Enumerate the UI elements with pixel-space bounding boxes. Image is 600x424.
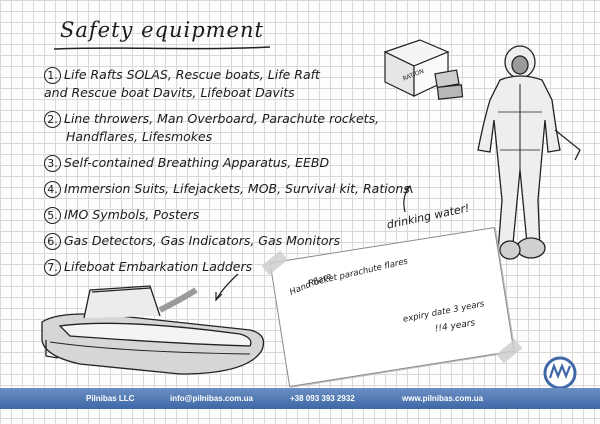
rescue-boat-icon <box>41 285 265 375</box>
item-text: Gas Detectors, Gas Indicators, Gas Monit… <box>64 233 341 248</box>
item-number: 2. <box>44 111 61 128</box>
title-underline <box>53 46 271 50</box>
company-name: Pilnibas LLC <box>86 394 135 403</box>
list-item: 3.Self-contained Breathing Apparatus, EE… <box>44 154 329 172</box>
list-item: 6.Gas Detectors, Gas Indicators, Gas Mon… <box>44 232 340 250</box>
item-text-continued: and Rescue boat Davits, Lifeboat Davits <box>44 85 295 100</box>
footer-bar: Pilnibas LLC info@pilnibas.com.ua +38 09… <box>0 388 600 409</box>
list-item: 5.IMO Symbols, Posters <box>44 206 199 224</box>
item-text: Immersion Suits, Lifejackets, MOB, Survi… <box>64 181 410 196</box>
item-text: Life Rafts SOLAS, Rescue boats, Life Raf… <box>64 67 320 82</box>
item-text: Lifeboat Embarkation Ladders <box>64 259 253 274</box>
item-text-continued: Handflares, Lifesmokes <box>66 129 213 144</box>
item-number: 6. <box>44 233 61 250</box>
email-link[interactable]: info@pilnibas.com.ua <box>170 394 253 403</box>
years-label: !!4 years <box>434 318 476 335</box>
company-logo <box>543 356 577 390</box>
item-number: 4. <box>44 181 61 198</box>
item-number: 3. <box>44 155 61 172</box>
list-item: 2.Line throwers, Man Overboard, Parachut… <box>44 110 379 145</box>
item-number: 5. <box>44 207 61 224</box>
immersion-suit-icon <box>477 45 581 260</box>
website-link[interactable]: www.pilnibas.com.ua <box>402 394 484 403</box>
item-text: Line throwers, Man Overboard, Parachute … <box>64 111 380 126</box>
item-text: IMO Symbols, Posters <box>64 207 200 222</box>
list-item: 4.Immersion Suits, Lifejackets, MOB, Sur… <box>44 180 410 198</box>
list-item: 1.Life Rafts SOLAS, Rescue boats, Life R… <box>44 66 320 101</box>
item-text: Self-contained Breathing Apparatus, EEBD <box>64 155 330 170</box>
page-title: Safety equipment <box>60 18 264 42</box>
ration-pack-icon <box>383 39 464 100</box>
phone-number[interactable]: +38 093 393 2932 <box>290 394 355 403</box>
list-item: 7.Lifeboat Embarkation Ladders <box>44 258 252 276</box>
item-number: 1. <box>44 67 61 84</box>
item-number: 7. <box>44 259 61 276</box>
